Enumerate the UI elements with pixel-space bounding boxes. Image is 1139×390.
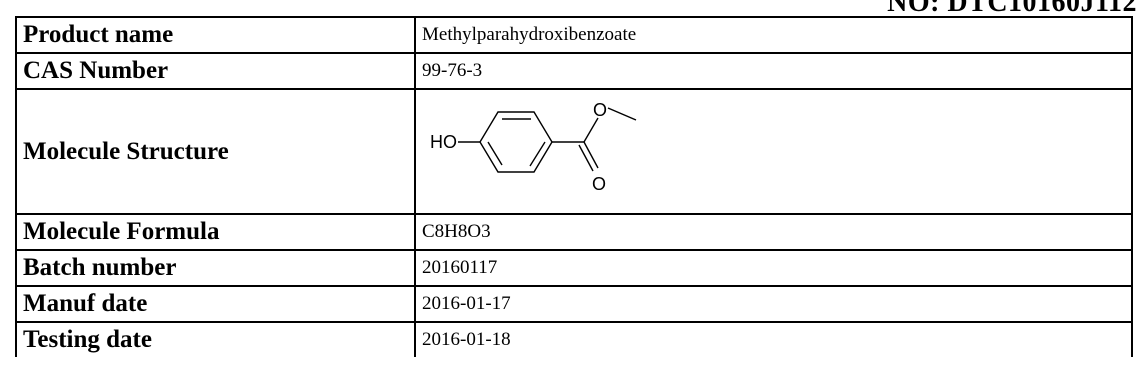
row-label-product-name: Product name	[15, 16, 416, 54]
molecule-structure-image: HO O O	[430, 100, 637, 194]
row-label-manuf-date: Manuf date	[15, 285, 416, 323]
table-row: Batch number 20160117	[15, 249, 1133, 287]
table-row: Product name Methylparahydroxibenzoate	[15, 16, 1133, 54]
row-value-product-name: Methylparahydroxibenzoate	[414, 16, 1133, 54]
hydroxyl-label: HO	[430, 132, 457, 152]
document-number: NO: DTC10160J112	[887, 0, 1137, 18]
row-label-cas-number: CAS Number	[15, 52, 416, 90]
row-value-molecule-structure: HO O O	[414, 88, 1133, 215]
table-row: Manuf date 2016-01-17	[15, 285, 1133, 323]
table-row: Molecule Formula C8H8O3	[15, 213, 1133, 251]
row-value-manuf-date: 2016-01-17	[414, 285, 1133, 323]
table-row: Molecule Structure HO O	[15, 88, 1133, 215]
table-row: CAS Number 99-76-3	[15, 52, 1133, 90]
row-label-batch-number: Batch number	[15, 249, 416, 287]
table-row: Testing date 2016-01-18	[15, 321, 1133, 357]
carbonyl-oxygen-label: O	[592, 174, 606, 194]
row-value-molecule-formula: C8H8O3	[414, 213, 1133, 251]
row-value-batch-number: 20160117	[414, 249, 1133, 287]
row-value-cas-number: 99-76-3	[414, 52, 1133, 90]
row-value-testing-date: 2016-01-18	[414, 321, 1133, 357]
product-spec-table: Product name Methylparahydroxibenzoate C…	[15, 16, 1133, 357]
row-label-molecule-structure: Molecule Structure	[15, 88, 416, 215]
row-label-testing-date: Testing date	[15, 321, 416, 357]
ester-oxygen-label: O	[593, 100, 607, 120]
row-label-molecule-formula: Molecule Formula	[15, 213, 416, 251]
